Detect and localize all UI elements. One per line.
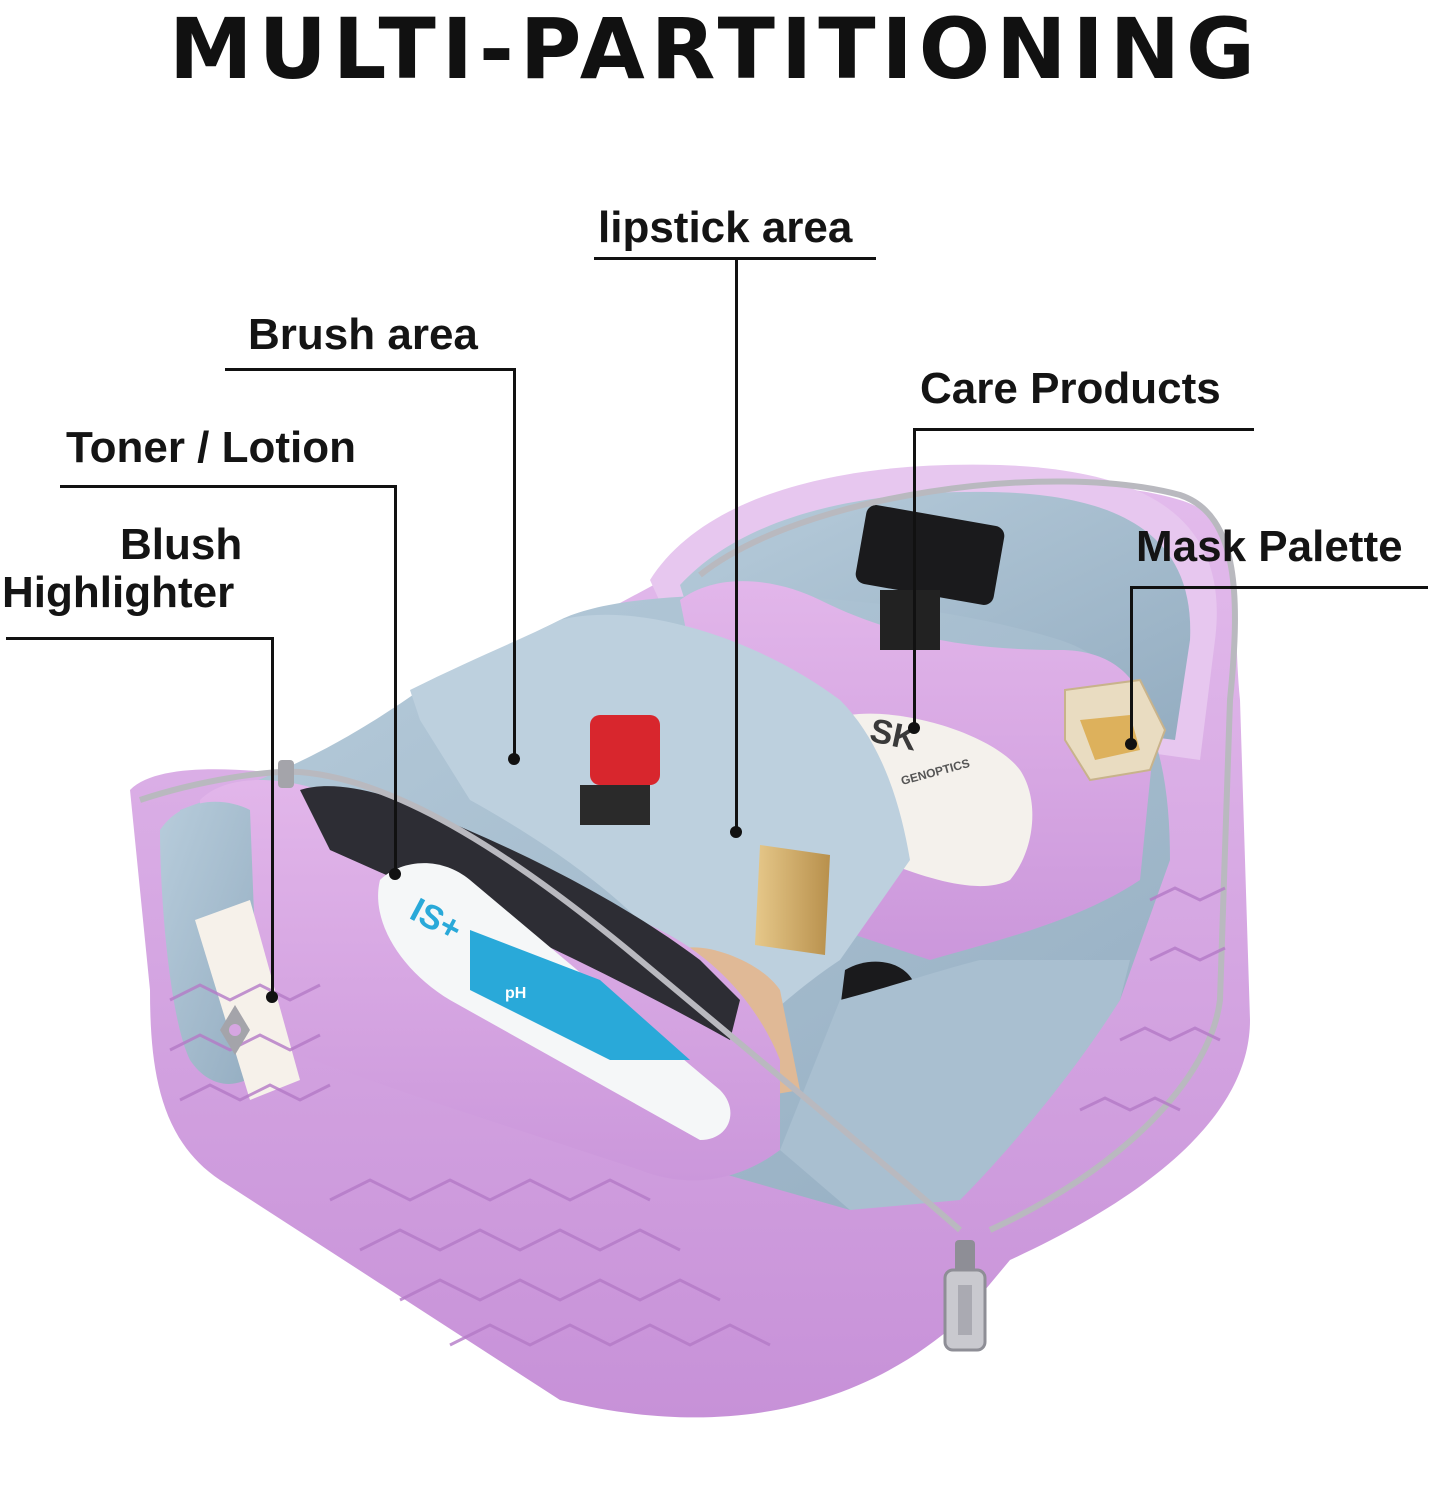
callout-mask-leader	[1130, 586, 1133, 744]
callout-brush-label: Brush area	[248, 310, 478, 359]
quilt-stitching	[169, 886, 1226, 1347]
callout-lipstick-pointer	[730, 826, 742, 838]
zipper-pull-icon	[943, 1240, 987, 1352]
callout-care-label: Care Products	[920, 364, 1221, 413]
callout-blush-pointer	[266, 991, 278, 1003]
callout-care-pointer	[908, 722, 920, 734]
callout-lipstick-label: lipstick area	[598, 203, 853, 252]
callout-lipstick-leader	[735, 258, 738, 830]
callout-toner-pointer	[389, 868, 401, 880]
callout-brush-leader	[513, 368, 516, 760]
callout-toner-label: Toner / Lotion	[66, 423, 357, 472]
brand-emblem-icon	[220, 1005, 250, 1055]
callout-toner-leader	[394, 485, 397, 875]
callout-mask-underline	[1130, 586, 1428, 589]
page-title: MULTI-PARTITIONING	[169, 0, 1261, 98]
callout-brush-pointer	[508, 753, 520, 765]
callout-care-leader	[913, 428, 916, 728]
callout-blush-label-line1: Blush	[120, 520, 243, 569]
callout-brush-underline	[225, 368, 515, 371]
callout-mask-pointer	[1125, 738, 1137, 750]
callout-blush-underline	[6, 637, 274, 640]
callout-blush-leader	[271, 637, 274, 997]
callout-mask-label: Mask Palette	[1136, 522, 1403, 571]
callout-care-underline	[914, 428, 1254, 431]
callout-toner-underline	[60, 485, 397, 488]
tube-badge-print: pH	[505, 985, 527, 1002]
callout-blush-label-line2: Highlighter	[2, 568, 235, 617]
